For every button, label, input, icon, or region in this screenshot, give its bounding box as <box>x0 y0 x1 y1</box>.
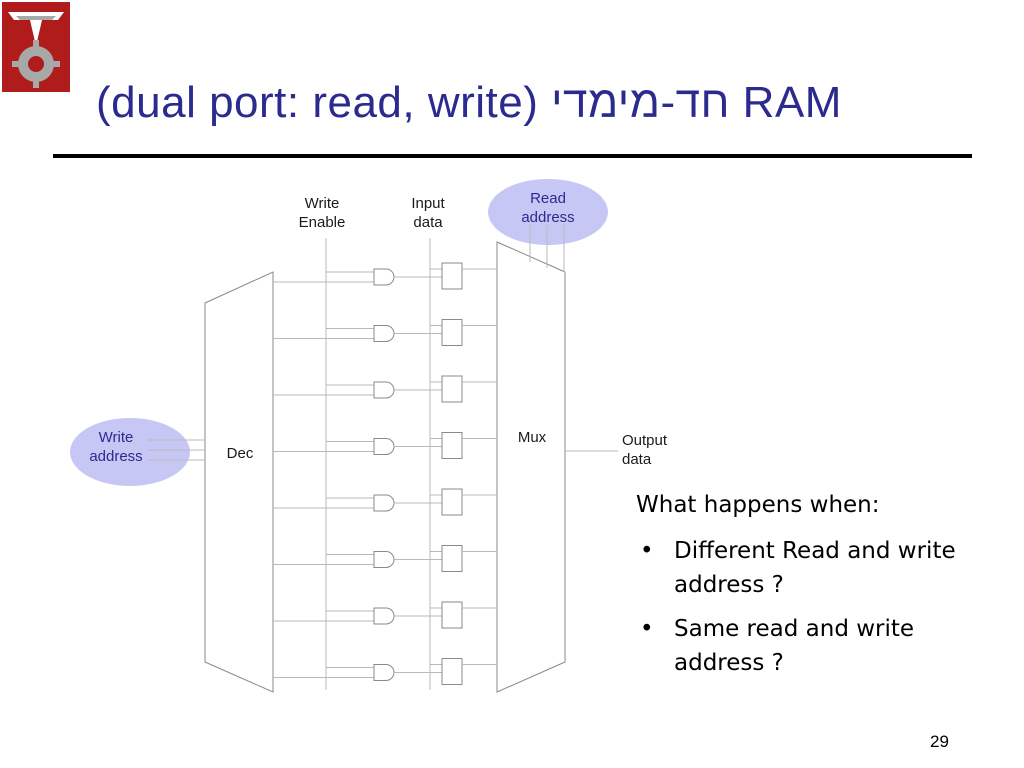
read-address-bus <box>529 225 565 272</box>
notes-panel: What happens when: • Different Read and … <box>636 488 966 690</box>
notes-intro: What happens when: <box>636 492 880 518</box>
flip-flop-3 <box>441 375 463 403</box>
read-address-ellipse <box>488 179 608 245</box>
write-address-bus <box>148 439 205 461</box>
notes-bullet-1: • Different Read and write address ? <box>636 534 966 602</box>
flip-flop-5 <box>441 488 463 516</box>
university-emblem-icon <box>2 2 70 92</box>
flip-flop-6 <box>441 545 463 572</box>
flip-flop-1 <box>441 262 463 290</box>
flip-flop-7 <box>441 601 463 629</box>
read-address-label: Read address <box>521 190 575 226</box>
write-enable-label: Write Enable <box>298 195 346 231</box>
decoder-block <box>204 271 274 693</box>
bullet-icon: • <box>640 616 654 642</box>
title-underline <box>53 154 972 158</box>
mux-block <box>496 241 566 693</box>
and-gate-3 <box>373 381 395 399</box>
and-gate-1 <box>373 268 395 286</box>
and-gate-2 <box>373 325 395 342</box>
and-gate-4 <box>373 438 395 455</box>
flip-flop-4 <box>441 432 463 459</box>
page-number: 29 <box>930 732 949 751</box>
and-gate-6 <box>373 551 395 568</box>
notes-bullet-1-text: Different Read and write address ? <box>674 538 956 598</box>
input-data-label: Input data <box>411 195 445 231</box>
write-address-ellipse <box>70 418 190 486</box>
decoder-label: Dec <box>226 445 254 462</box>
notes-bullet-2-text: Same read and write address ? <box>674 616 915 676</box>
and-gate-8 <box>373 664 395 681</box>
slide-title: (dual port: read, write) חד-מימדי RAM <box>96 78 842 127</box>
write-address-label: Write address <box>89 429 143 465</box>
output-data-label: Output data <box>622 432 668 468</box>
notes-list: • Different Read and write address ? • S… <box>636 534 966 680</box>
and-gate-7 <box>373 607 395 625</box>
flip-flop-2 <box>441 319 463 346</box>
and-gate-5 <box>373 494 395 512</box>
bullet-icon: • <box>640 538 654 564</box>
mux-label: Mux <box>517 429 547 446</box>
flip-flop-8 <box>441 658 463 685</box>
notes-bullet-2: • Same read and write address ? <box>636 612 966 680</box>
